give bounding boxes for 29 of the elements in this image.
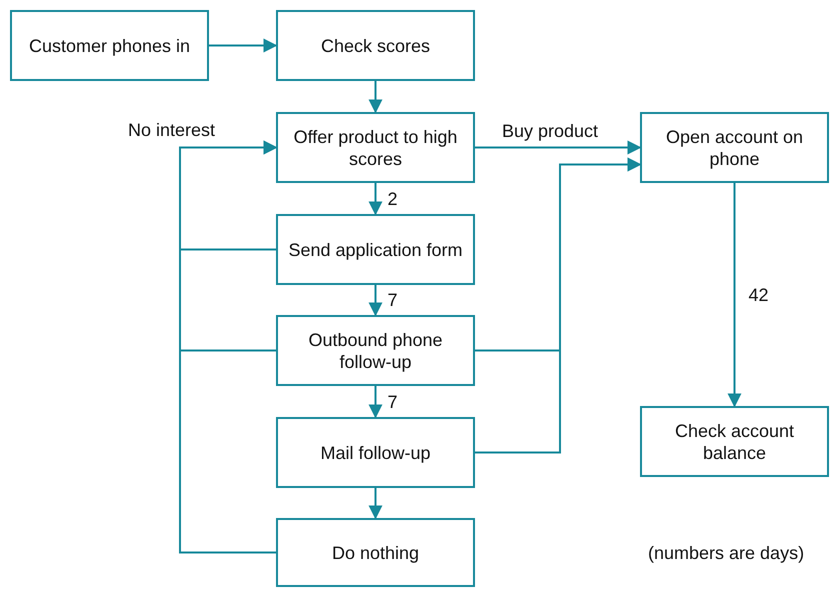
process-box bbox=[276, 315, 475, 386]
node-label: Customer phones in bbox=[28, 34, 192, 56]
note: (numbers are days) bbox=[648, 543, 804, 564]
node-label: Send application form bbox=[287, 238, 464, 260]
process-box bbox=[276, 518, 475, 587]
arrow bbox=[368, 285, 382, 316]
arrow bbox=[368, 386, 382, 418]
node-label: Open account on phone bbox=[664, 126, 804, 170]
arrow bbox=[368, 488, 382, 520]
node-label: Check scores bbox=[320, 34, 432, 56]
arrow bbox=[209, 38, 278, 52]
process-box bbox=[276, 112, 475, 183]
arrow bbox=[728, 183, 742, 408]
arrow bbox=[368, 183, 382, 216]
node-label: Do nothing bbox=[330, 542, 420, 564]
arrow bbox=[179, 140, 278, 554]
process-box bbox=[276, 214, 475, 285]
node-label: Outbound phone follow-up bbox=[307, 328, 444, 372]
node-label: Mail follow-up bbox=[319, 442, 432, 464]
process-box bbox=[640, 112, 829, 183]
arrow bbox=[475, 158, 642, 454]
process-box bbox=[640, 406, 829, 477]
process-box bbox=[10, 10, 209, 81]
node-label: Offer product to high scores bbox=[292, 126, 458, 170]
node-label: Check account balance bbox=[674, 420, 796, 464]
arrow bbox=[475, 140, 642, 154]
arrow bbox=[368, 81, 382, 114]
process-box bbox=[276, 417, 475, 488]
process-box bbox=[276, 10, 475, 81]
